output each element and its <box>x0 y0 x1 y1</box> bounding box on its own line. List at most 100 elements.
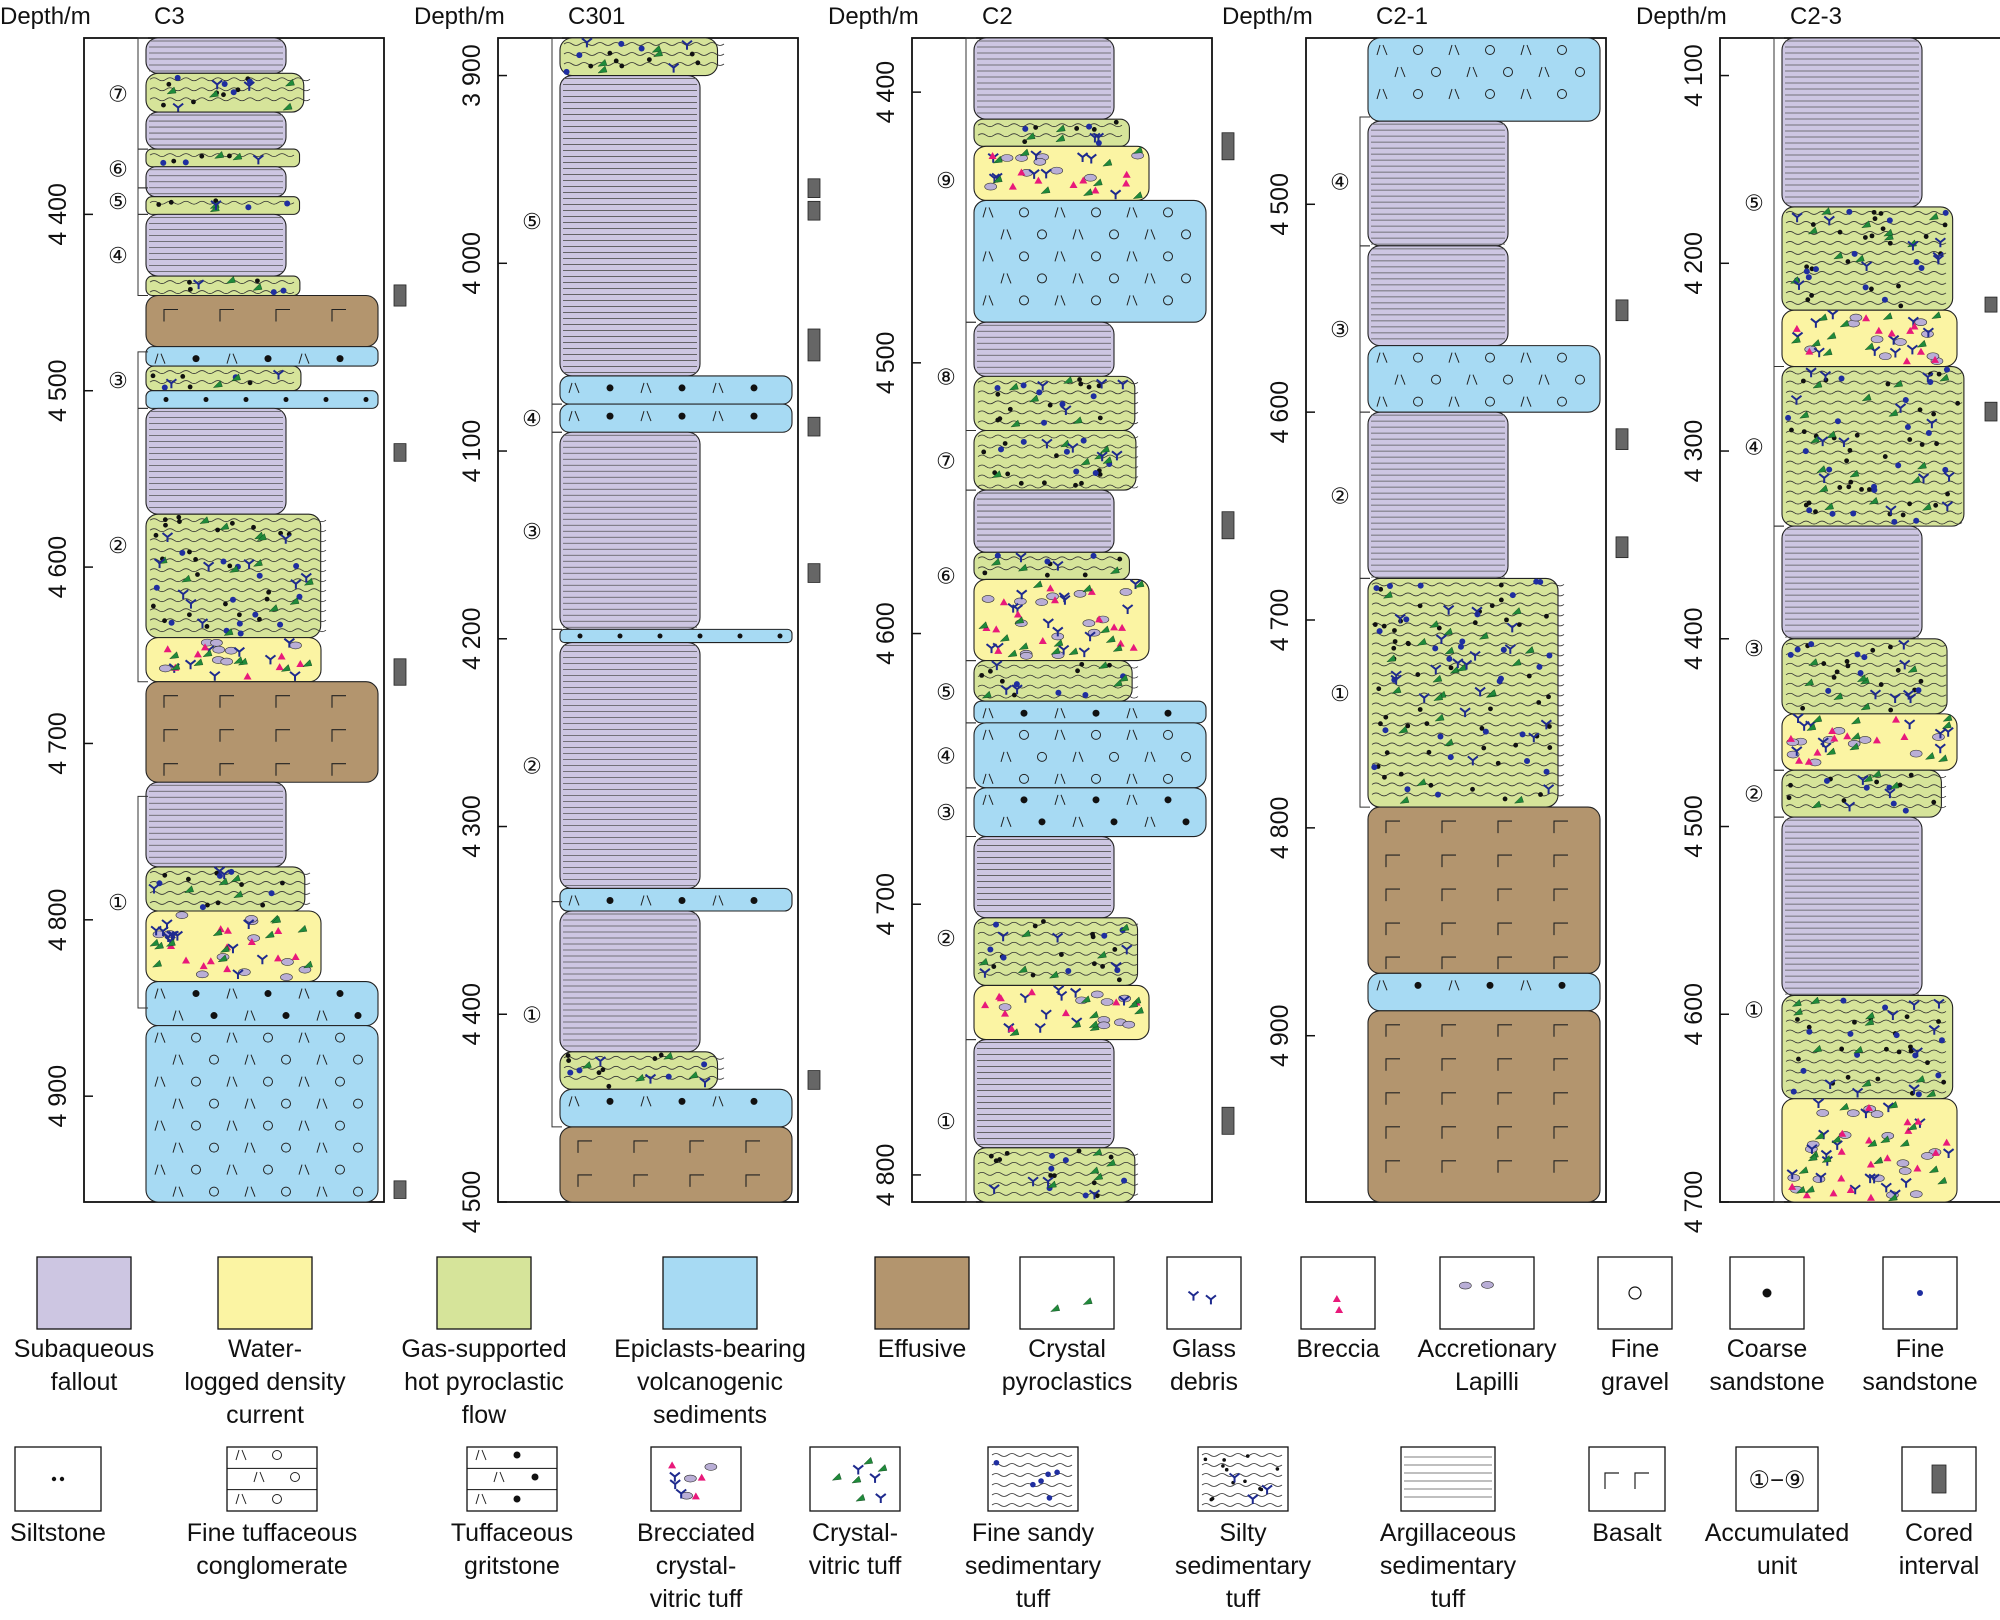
legend-label: Crystal- <box>812 1519 898 1547</box>
unit-label: ① <box>936 1109 956 1134</box>
layer-wat <box>145 637 322 683</box>
layer-epi <box>559 375 793 405</box>
depth-tick-label: 4 400 <box>458 983 486 1046</box>
well-name: C2-1 <box>1376 3 1428 30</box>
depth-tick-label: 4 400 <box>44 183 72 246</box>
layer-sub <box>1781 816 1923 997</box>
legend-swatch <box>1588 1446 1666 1512</box>
layer-wat <box>1781 309 1958 368</box>
legend-label: Silty <box>1219 1519 1267 1547</box>
depth-header: Depth/m <box>414 3 505 30</box>
unit-label: ③ <box>522 519 542 544</box>
depth-tick-label: 4 500 <box>872 332 900 395</box>
legend-swatch <box>466 1446 558 1512</box>
accumulated-unit: ① <box>1330 577 1370 808</box>
layer-gas <box>1781 994 1954 1100</box>
layer-wat <box>973 578 1150 662</box>
layer-epi <box>1367 345 1601 413</box>
depth-tick-label: 4 300 <box>1680 420 1708 483</box>
legend-label: Fine <box>1896 1335 1945 1363</box>
unit-label: ⑦ <box>936 448 956 473</box>
legend-label: volcanogenic <box>637 1368 783 1396</box>
layer-sub <box>559 431 701 630</box>
cored-interval-marker <box>1221 511 1235 540</box>
legend-swatch <box>1735 1446 1819 1512</box>
depth-tick-label: 4 200 <box>1680 232 1708 295</box>
legend-label: Gas-supported <box>401 1335 566 1363</box>
legend-label: Effusive <box>878 1335 966 1363</box>
layer-epi <box>1367 37 1601 122</box>
layer-sub <box>973 37 1115 120</box>
legend-item-silt: Siltstone <box>10 1446 106 1547</box>
layer-sub <box>1781 525 1923 640</box>
layer-sub <box>559 910 701 1053</box>
depth-tick-label: 4 900 <box>1266 1004 1294 1067</box>
accumulated-unit: ④ <box>108 213 148 296</box>
layer-epi <box>145 980 379 1027</box>
unit-label: ① <box>108 890 128 915</box>
layer-epi <box>145 1025 379 1203</box>
legend-swatch <box>809 1446 901 1512</box>
legend-label: Brecciated <box>637 1519 755 1547</box>
legend-swatch <box>36 1256 132 1330</box>
cored-interval-marker <box>807 1070 821 1090</box>
well-name: C301 <box>568 3 625 30</box>
layer-gas <box>973 375 1139 432</box>
legend-label: fallout <box>51 1368 118 1396</box>
layer-sub <box>1367 120 1509 247</box>
unit-label: ④ <box>1744 434 1764 459</box>
legend-label: sedimentary <box>965 1552 1102 1580</box>
legend-label: debris <box>1170 1368 1238 1396</box>
legend-label: Coarse <box>1727 1335 1808 1363</box>
unit-label: ④ <box>1330 169 1350 194</box>
unit-label: ⑧ <box>936 364 956 389</box>
cored-interval-marker <box>393 284 407 307</box>
cored-interval-marker <box>1984 296 1998 313</box>
layer-gas <box>145 365 302 392</box>
layer-epi <box>559 887 793 912</box>
legend-label: flow <box>462 1401 507 1429</box>
layer-gas <box>1781 206 1954 311</box>
cored-interval-marker <box>1984 401 1998 422</box>
legend-label: Siltstone <box>10 1519 106 1547</box>
layer-sub <box>973 836 1115 919</box>
depth-tick-label: 4 600 <box>872 602 900 665</box>
cored-interval-marker <box>393 443 407 462</box>
cored-interval-marker <box>393 658 407 686</box>
legend-label: unit <box>1757 1552 1797 1580</box>
unit-label: ① <box>522 1002 542 1027</box>
legend-label: Lapilli <box>1455 1368 1519 1396</box>
accumulated-unit: ① <box>522 901 562 1128</box>
layer-gas <box>145 148 301 168</box>
layer-sub <box>559 641 701 890</box>
legend-label: Fine tuffaceous <box>187 1519 357 1547</box>
cored-interval-marker <box>807 178 821 198</box>
legend-swatch <box>1019 1256 1115 1330</box>
legend-label: Epiclasts-bearing <box>614 1335 806 1363</box>
legend-item-breccia: Breccia <box>1296 1256 1380 1363</box>
legend-label: Argillaceous <box>1380 1519 1516 1547</box>
layer-eff <box>559 1126 793 1203</box>
layer-gas <box>145 72 311 113</box>
unit-label: ③ <box>108 368 128 393</box>
layer-gas <box>973 551 1130 580</box>
cored-interval-marker <box>393 1180 407 1199</box>
legend-label: pyroclastics <box>1002 1368 1133 1396</box>
legend-label: vitric tuff <box>650 1585 743 1613</box>
depth-tick-label: 4 700 <box>1680 1171 1708 1234</box>
layer-epi <box>973 722 1207 789</box>
unit-label: ① <box>1330 681 1350 706</box>
unit-label: ② <box>936 926 956 951</box>
legend-swatch <box>226 1446 318 1512</box>
layer-sub <box>559 74 701 377</box>
